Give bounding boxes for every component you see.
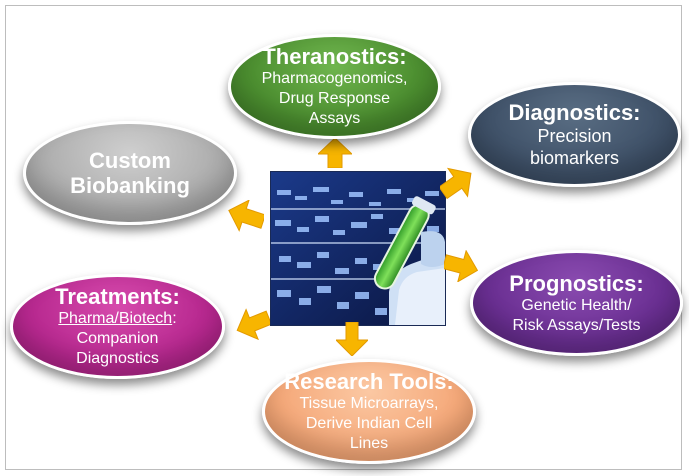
theranostics-node: Theranostics: Pharmacogenomics, Drug Res… (228, 34, 441, 139)
custom-biobanking-line-2: Biobanking (70, 173, 190, 198)
research-tools-line-1: Tissue Microarrays, (299, 395, 439, 412)
custom-biobanking-node: Custom Biobanking (23, 121, 237, 225)
treatments-subtitle-suffix: : (172, 310, 177, 327)
theranostics-line-1: Pharmacogenomics, (261, 70, 408, 87)
dna-sequencing-photo-icon (271, 172, 445, 325)
center-photo (270, 171, 446, 326)
research-tools-node: Research Tools: Tissue Microarrays, Deri… (262, 359, 476, 464)
prognostics-title: Prognostics: (509, 270, 644, 296)
diagnostics-line-1: Precision (537, 126, 612, 146)
research-tools-line-2: Derive Indian Cell (305, 415, 433, 432)
arrow-down-icon (336, 322, 368, 356)
prognostics-node: Prognostics: Genetic Health/ Risk Assays… (470, 250, 683, 356)
diagnostics-node: Diagnostics: Precision biomarkers (468, 82, 681, 187)
treatments-line-1: Companion (76, 330, 159, 347)
diagnostics-title: Diagnostics: (508, 100, 641, 125)
prognostics-line-1: Genetic Health/ (521, 296, 632, 314)
arrow-right-icon (444, 250, 478, 282)
custom-biobanking-line-1: Custom (89, 148, 171, 173)
research-tools-line-3: Lines (349, 435, 389, 452)
treatments-line-2: Diagnostics (76, 350, 159, 367)
diagnostics-line-2: biomarkers (529, 148, 620, 168)
arrow-up-right-icon (440, 167, 472, 200)
arrow-up-icon (318, 138, 352, 168)
theranostics-title: Theranostics: (262, 44, 407, 69)
prognostics-line-2: Risk Assays/Tests (512, 316, 641, 334)
arrow-left-icon (228, 200, 264, 232)
treatments-node: Treatments: Pharma/Biotech: Companion Di… (10, 274, 225, 379)
research-tools-title: Research Tools: (284, 369, 454, 394)
pharma-biotech-label: Pharma/Biotech (58, 310, 173, 327)
treatments-subtitle: Pharma/Biotech: (58, 309, 176, 329)
treatments-title: Treatments: (55, 284, 180, 309)
theranostics-line-2: Drug Response (278, 90, 391, 107)
arrow-down-left-icon (236, 308, 270, 340)
theranostics-line-3: Assays (308, 110, 361, 127)
